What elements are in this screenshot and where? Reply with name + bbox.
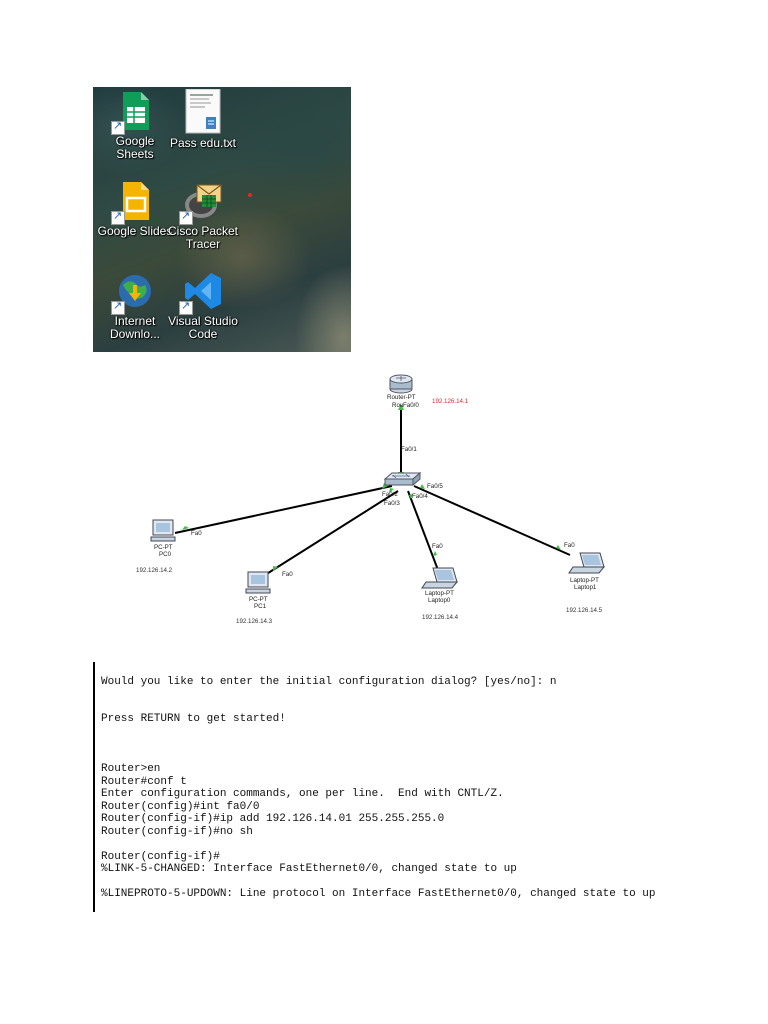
cli-line: %LINEPROTO-5-UPDOWN: Line protocol on In… bbox=[101, 888, 656, 900]
desktop-screenshot: Google Sheets Pass edu.txt bbox=[93, 87, 351, 352]
cli-line: Would you like to enter the initial conf… bbox=[101, 676, 557, 688]
desktop-icon-visual-studio-code[interactable]: Visual Studio Code bbox=[161, 271, 245, 341]
link-switch-laptop1 bbox=[413, 485, 571, 556]
switch-port-laptop0-label: Fa0/4 bbox=[412, 493, 428, 500]
switch-port-pc0-label: Fa0/2 bbox=[382, 491, 398, 498]
cli-line: Router>en bbox=[101, 763, 161, 775]
laptop0-name-label: Laptop0 bbox=[428, 597, 451, 604]
laptop1-name-label: Laptop1 bbox=[574, 584, 597, 591]
google-slides-icon bbox=[111, 181, 155, 225]
router-type-label: Router-PT bbox=[387, 394, 416, 401]
desktop-icon-google-slides[interactable]: Google Slides bbox=[93, 181, 177, 238]
desktop-icon-google-sheets[interactable]: Google Sheets bbox=[93, 91, 177, 161]
pc1-name-label: PC1 bbox=[254, 603, 267, 610]
desktop-icon-label: Sheets bbox=[116, 147, 154, 161]
cli-line: %LINK-5-CHANGED: Interface FastEthernet0… bbox=[101, 863, 517, 875]
desktop-icon-label: Internet bbox=[114, 314, 156, 328]
laptop0-ip-label: 192.126.14.4 bbox=[422, 614, 459, 621]
shortcut-arrow-icon bbox=[179, 299, 193, 315]
desktop-icon-internet-download-manager[interactable]: Internet Downlo... bbox=[93, 271, 177, 341]
desktop-icon-label: Tracer bbox=[185, 237, 221, 251]
desktop-icon-label: Cisco Packet bbox=[167, 224, 239, 238]
pc0-ip-label: 192.126.14.2 bbox=[136, 567, 173, 574]
laptop1-ip-label: 192.126.14.5 bbox=[566, 607, 603, 614]
pc0-name-label: PC0 bbox=[159, 551, 172, 558]
switch-port-pc1-label: Fa0/3 bbox=[384, 500, 400, 507]
cli-line: Press RETURN to get started! bbox=[101, 713, 286, 725]
laptop0-icon[interactable] bbox=[421, 567, 459, 589]
pc0-icon[interactable] bbox=[150, 519, 176, 542]
link-light-icons bbox=[182, 404, 561, 571]
pc1-type-label: PC-PT bbox=[249, 596, 268, 603]
desktop-icon-label: Google Slides bbox=[97, 224, 173, 238]
link-switch-pc0 bbox=[174, 485, 393, 534]
shortcut-arrow-icon bbox=[111, 299, 125, 315]
shortcut-arrow-icon bbox=[179, 209, 193, 225]
cursor-dot bbox=[248, 193, 252, 197]
laptop1-type-label: Laptop-PT bbox=[570, 577, 599, 584]
link-switch-laptop0 bbox=[407, 490, 439, 571]
pc1-port-label: Fa0 bbox=[282, 571, 293, 578]
laptop0-port-label: Fa0 bbox=[432, 543, 443, 550]
laptop1-icon[interactable] bbox=[568, 552, 606, 574]
router-port-label: Fa0/0 bbox=[403, 402, 419, 409]
link-switch-pc1 bbox=[264, 490, 399, 576]
switch-icon[interactable] bbox=[383, 471, 422, 487]
desktop-icon-label: Google bbox=[115, 134, 155, 148]
google-sheets-icon bbox=[111, 91, 155, 135]
desktop-icon-cisco-packet-tracer[interactable]: Cisco Packet Tracer bbox=[161, 181, 245, 251]
desktop-icon-label: Visual Studio bbox=[168, 314, 238, 328]
pc1-icon[interactable] bbox=[245, 571, 271, 594]
cli-line: Router(config-if)#ip add 192.126.14.01 2… bbox=[101, 813, 445, 825]
router-icon[interactable] bbox=[389, 374, 413, 394]
desktop-icon-label: Pass edu.txt bbox=[169, 136, 237, 150]
laptop1-port-label: Fa0 bbox=[564, 542, 575, 549]
cisco-packet-tracer-icon bbox=[179, 181, 223, 225]
router-name-label: Rou bbox=[392, 402, 404, 409]
pc0-type-label: PC-PT bbox=[154, 544, 173, 551]
router-ip-label: 192.126.14.1 bbox=[432, 398, 469, 405]
desktop-icon-label: Code bbox=[188, 327, 218, 341]
pc0-port-label: Fa0 bbox=[191, 530, 202, 537]
text-file-icon bbox=[183, 88, 223, 134]
shortcut-arrow-icon bbox=[111, 209, 125, 225]
router-cli-output: Would you like to enter the initial conf… bbox=[93, 662, 735, 912]
cli-line: Router(config-if)# bbox=[101, 851, 220, 863]
cli-line: Enter configuration commands, one per li… bbox=[101, 788, 504, 800]
cli-line: Router(config-if)#no sh bbox=[101, 826, 253, 838]
internet-download-manager-icon bbox=[111, 271, 155, 315]
cli-line: Router(config)#int fa0/0 bbox=[101, 801, 260, 813]
cli-line: Router#conf t bbox=[101, 776, 187, 788]
visual-studio-code-icon bbox=[179, 271, 223, 315]
switch-port-laptop1-label: Fa0/5 bbox=[427, 483, 443, 490]
desktop-icon-label: Downlo... bbox=[109, 327, 161, 341]
pc1-ip-label: 192.126.14.3 bbox=[236, 618, 273, 625]
switch-port-router-label: Fa0/1 bbox=[401, 446, 417, 453]
laptop0-type-label: Laptop-PT bbox=[425, 590, 454, 597]
network-topology-diagram: Router-PT Rou Fa0/0 192.126.14.1 Fa0/1 F… bbox=[136, 374, 606, 625]
desktop-icon-pass-edu-txt[interactable]: Pass edu.txt bbox=[161, 88, 245, 150]
shortcut-arrow-icon bbox=[111, 119, 125, 135]
